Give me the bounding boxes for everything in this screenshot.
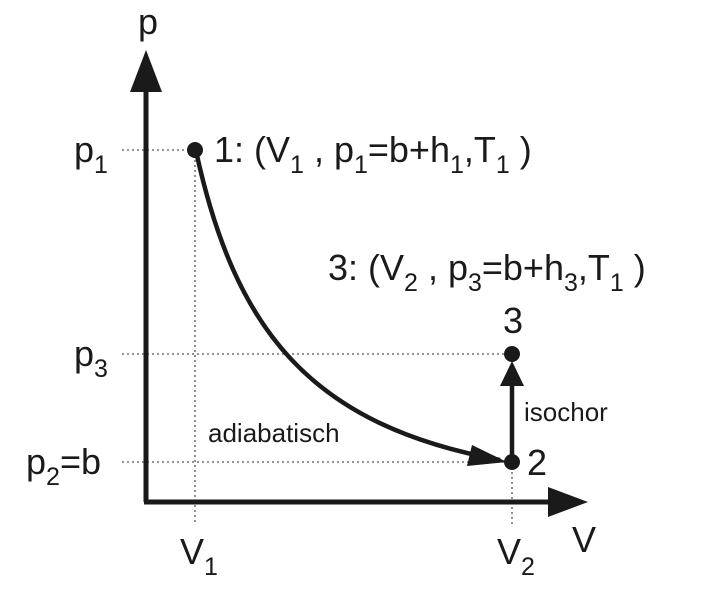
x-axis-title: V bbox=[572, 519, 596, 560]
state-point-2 bbox=[504, 454, 520, 470]
y-axis-arrow bbox=[130, 50, 162, 92]
adiabatic-arrowhead bbox=[467, 445, 507, 466]
state-point-1 bbox=[187, 142, 203, 158]
guide-lines bbox=[122, 149, 513, 525]
tick-p3: p3 bbox=[74, 333, 108, 383]
tick-p1: p1 bbox=[74, 129, 108, 179]
axes bbox=[130, 50, 588, 517]
adiabatic-curve bbox=[193, 150, 501, 463]
state-3-label: 3: (V2 , p3=b+h3,T1 ) bbox=[328, 247, 646, 297]
x-axis-arrow bbox=[548, 487, 588, 517]
state-point-3 bbox=[504, 346, 520, 362]
tick-v2: V2 bbox=[497, 531, 535, 581]
state-2-number: 2 bbox=[527, 442, 547, 483]
y-axis-title: p bbox=[138, 1, 158, 42]
tick-p2: p2=b bbox=[26, 441, 101, 491]
state-1-label: 1: (V1 , p1=b+h1,T1 ) bbox=[214, 129, 532, 179]
isochoric-arrowhead bbox=[500, 361, 524, 386]
tick-v1: V1 bbox=[180, 531, 218, 581]
isochoric-label: isochor bbox=[524, 397, 608, 427]
state-3-number: 3 bbox=[503, 300, 523, 341]
adiabatic-label: adiabatisch bbox=[208, 418, 340, 448]
